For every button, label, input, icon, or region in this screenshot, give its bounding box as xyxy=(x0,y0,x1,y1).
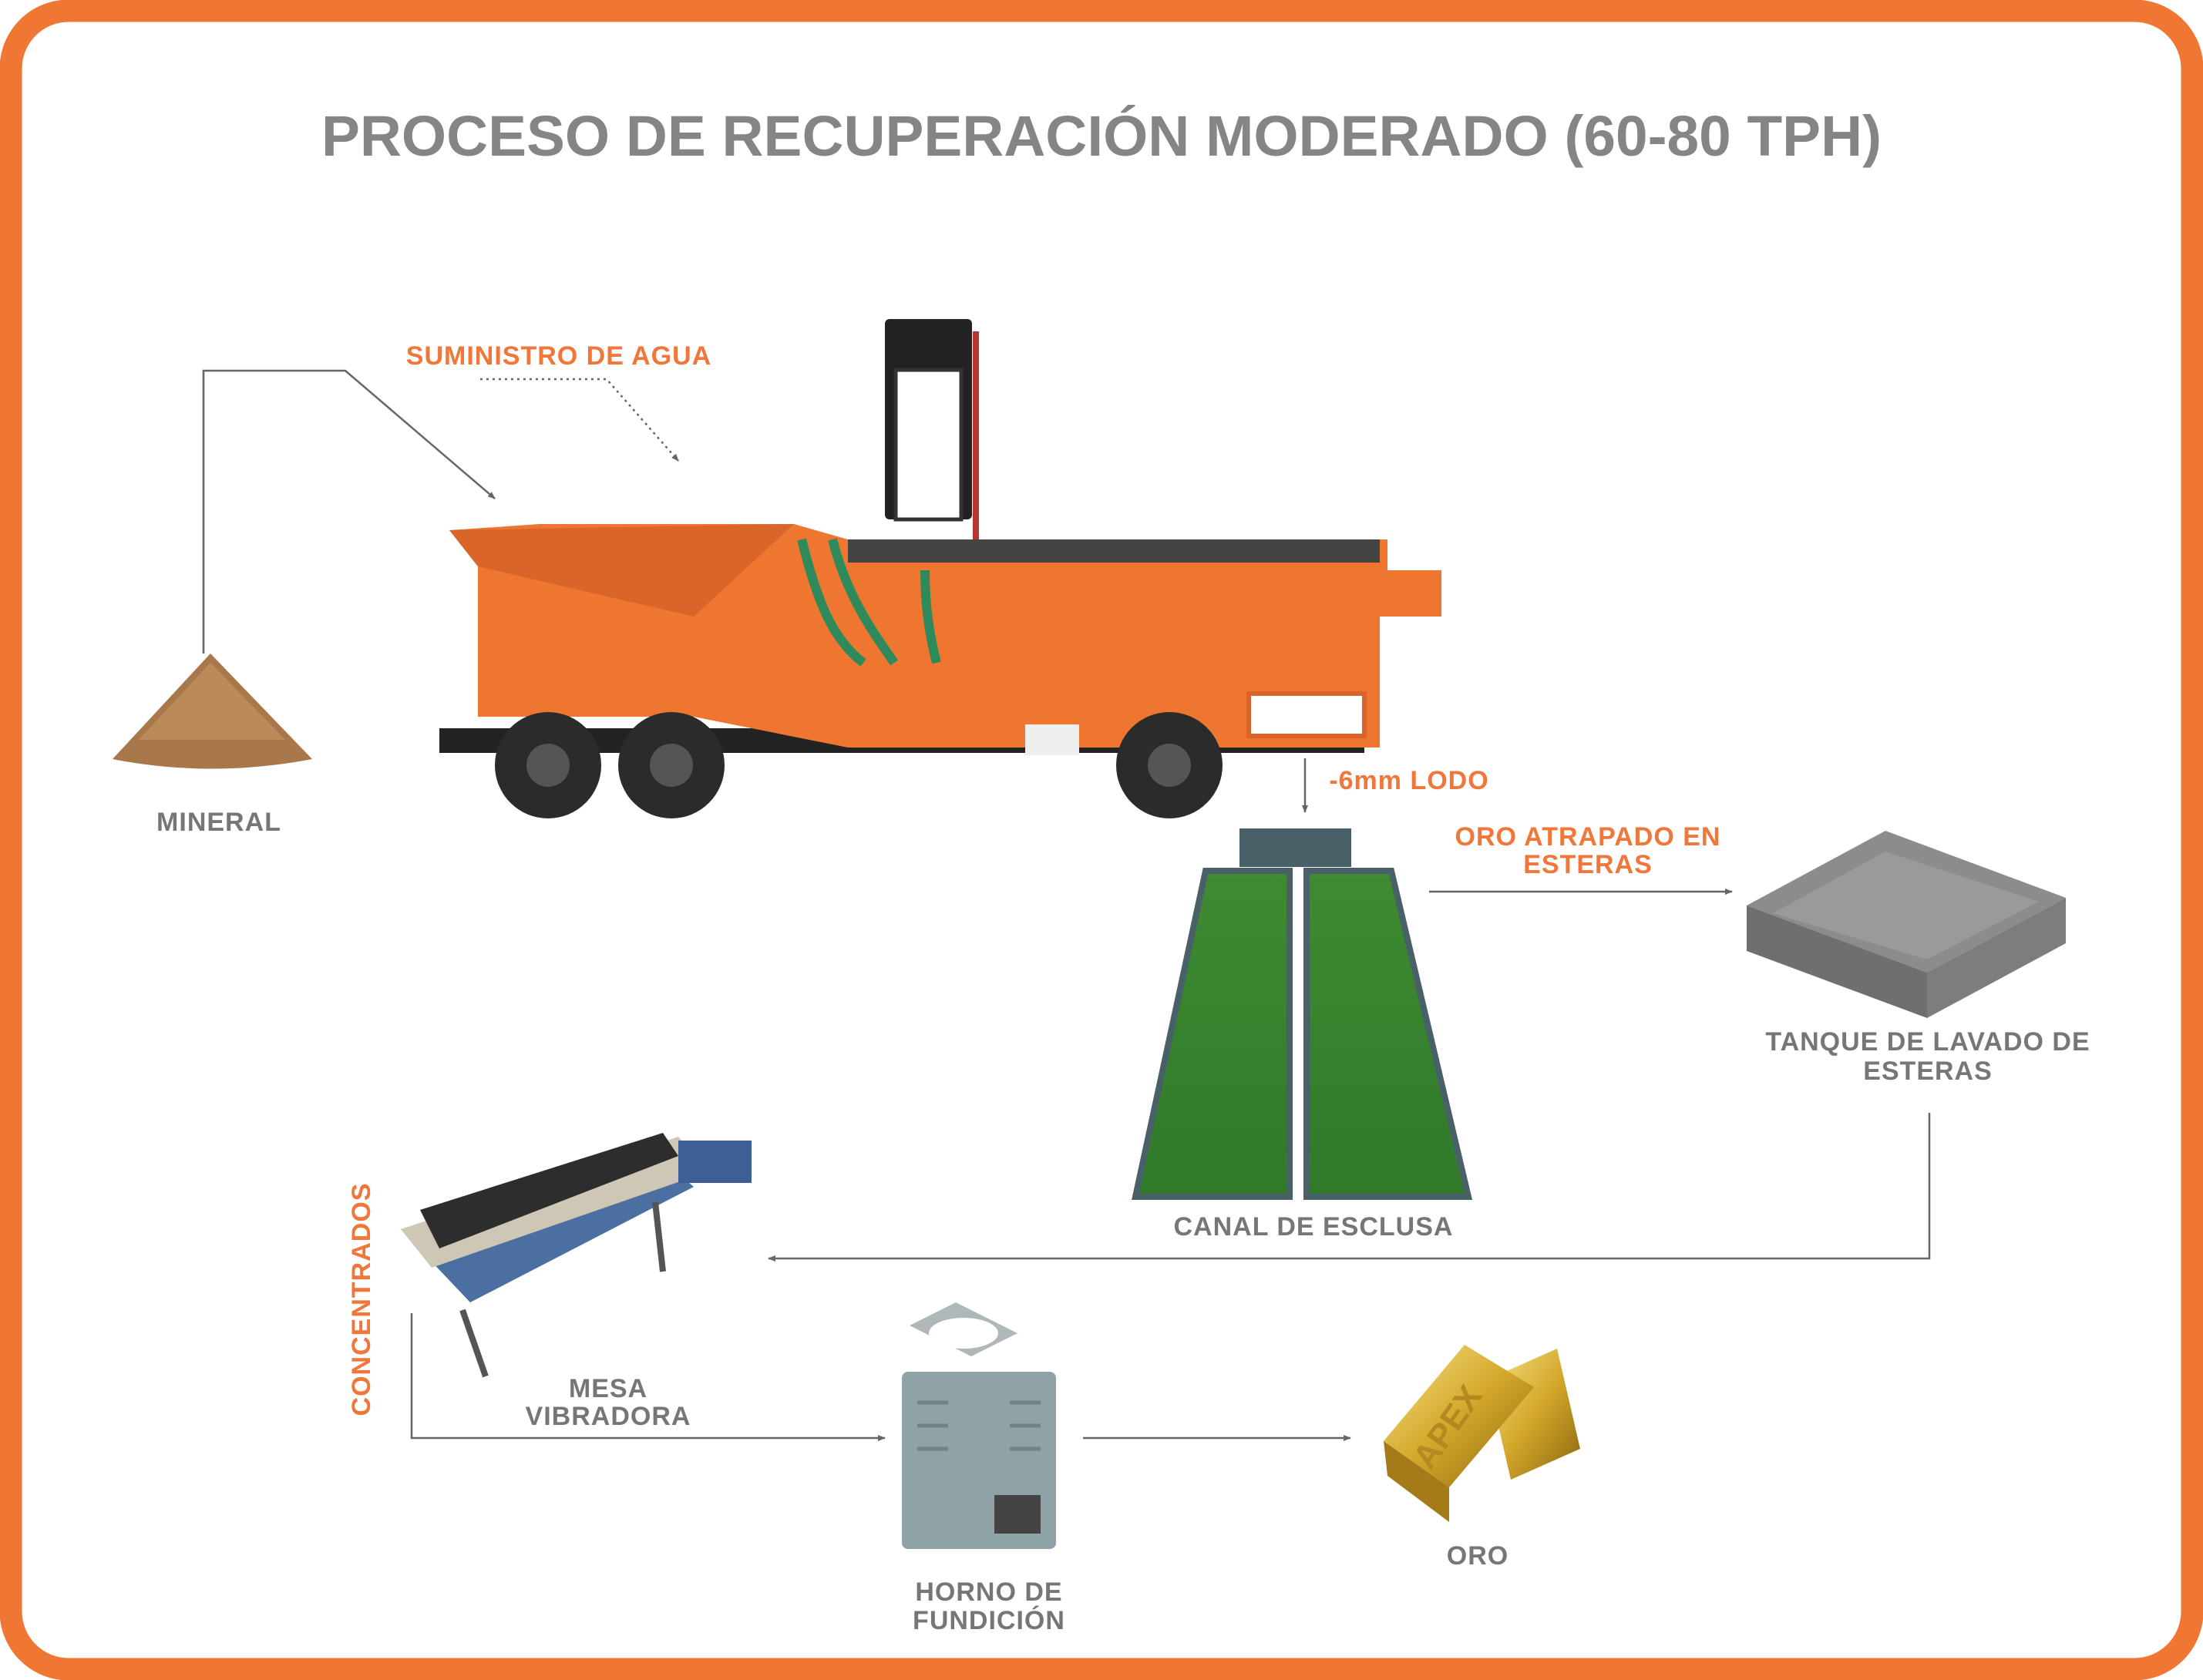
mineral-pile-image xyxy=(113,654,312,769)
shaking-table-image xyxy=(401,1133,752,1378)
label-table-line1: MESA xyxy=(569,1374,647,1403)
label-mineral: MINERAL xyxy=(156,808,281,837)
trommel-plant-image xyxy=(439,319,1441,818)
label-wash-tank-line2: ESTERAS xyxy=(1863,1057,1993,1086)
label-gold: ORO xyxy=(1447,1541,1508,1571)
page-title: PROCESO DE RECUPERACIÓN MODERADO (60-80 … xyxy=(321,104,1882,168)
wash-tank-image xyxy=(1747,831,2066,1018)
tank-to-table-arrow xyxy=(768,1113,1931,1262)
sluice-image xyxy=(1132,828,1473,1200)
table-to-furnace-arrow xyxy=(410,1313,886,1441)
mineral-arrow xyxy=(202,369,496,654)
water-arrow xyxy=(480,378,679,462)
label-furnace-line1: HORNO DE xyxy=(915,1578,1062,1607)
smelting-furnace-image xyxy=(902,1302,1056,1549)
label-gold-trapped-line1: ORO ATRAPADO EN xyxy=(1455,822,1721,852)
label-table-line2: VIBRADORA xyxy=(526,1402,691,1431)
label-wash-tank-line1: TANQUE DE LAVADO DE xyxy=(1765,1027,2090,1057)
label-water-supply: SUMINISTRO DE AGUA xyxy=(406,341,711,371)
label-sluice: CANAL DE ESCLUSA xyxy=(1174,1212,1454,1242)
label-concentrates: CONCENTRADOS xyxy=(347,1183,376,1416)
label-gold-trapped-line2: ESTERAS xyxy=(1523,850,1653,879)
label-furnace-line2: FUNDICIÓN xyxy=(913,1606,1065,1635)
label-slurry: -6mm LODO xyxy=(1329,766,1488,795)
gold-bars-image: APEX xyxy=(1384,1345,1580,1522)
